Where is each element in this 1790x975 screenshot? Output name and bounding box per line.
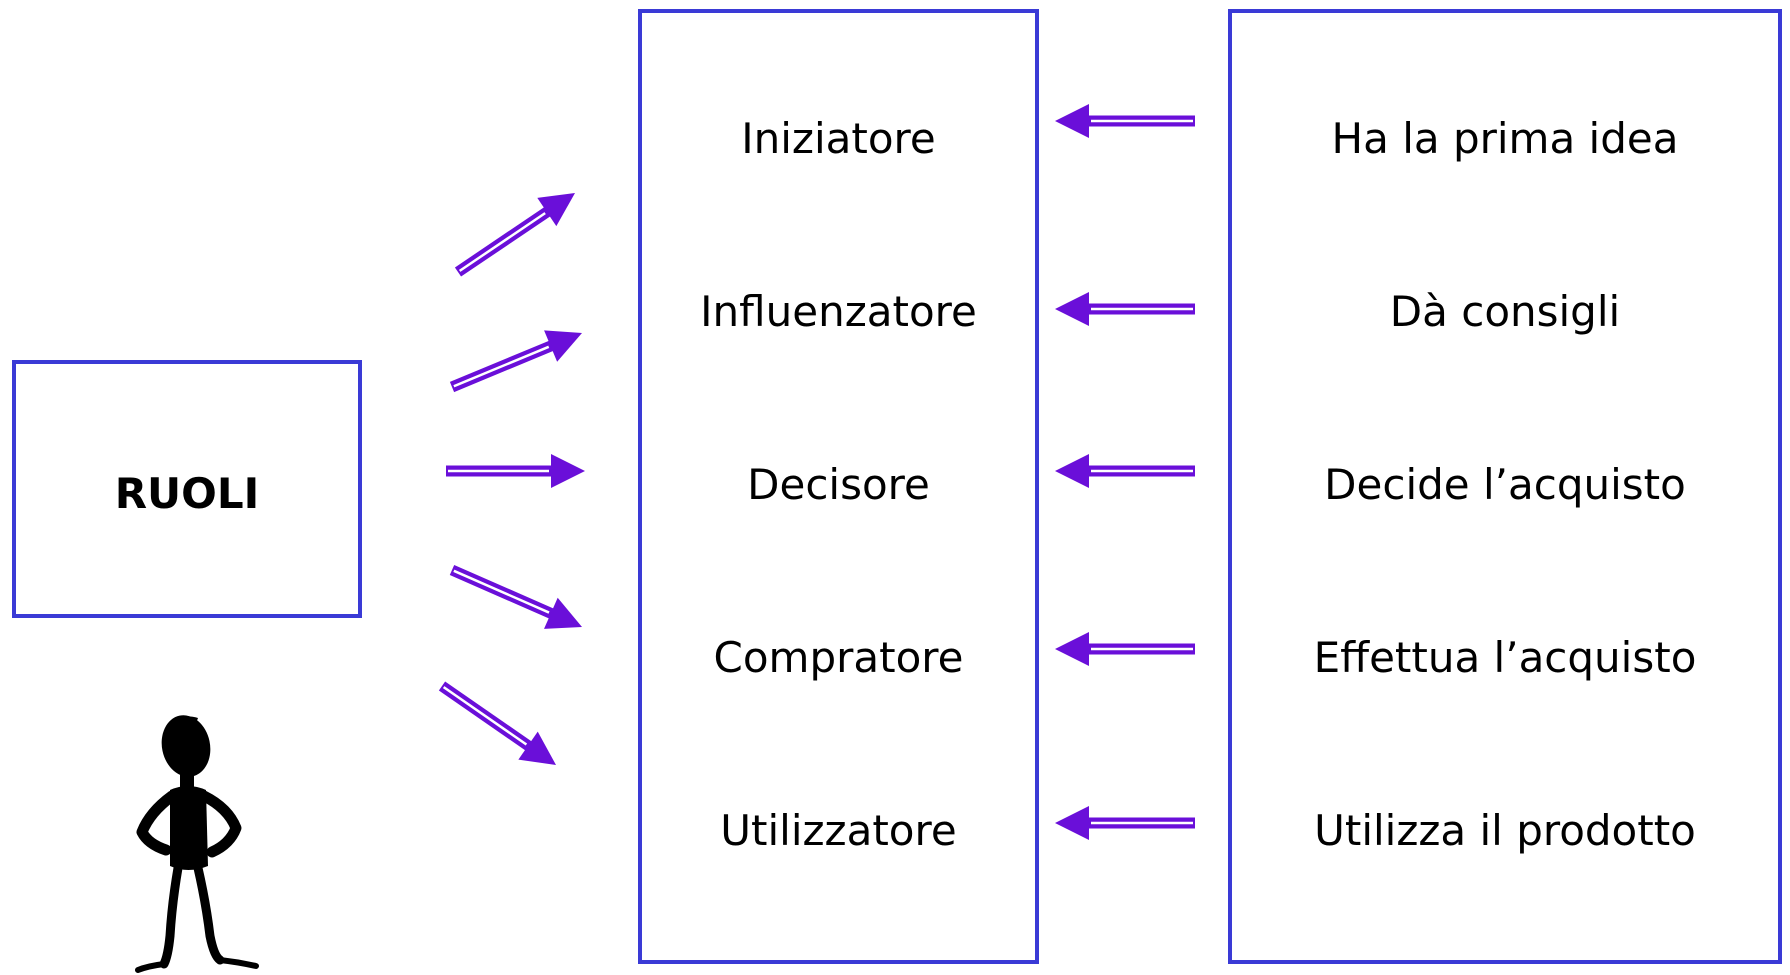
descriptions-box: Ha la prima idea Dà consigli Decide l’ac… [1228, 9, 1782, 964]
arrow-to-influenzatore [449, 330, 582, 393]
role-decisore: Decisore [747, 460, 930, 509]
roles-box: Iniziatore Influenzatore Decisore Compra… [638, 9, 1039, 964]
arrow-from-decide-acquisto [1055, 454, 1195, 488]
arrow-to-utilizzatore [438, 681, 556, 765]
description-utilizza-prodotto: Utilizza il prodotto [1314, 806, 1696, 855]
arrow-from-effettua-acquisto [1055, 632, 1195, 666]
description-ha-la-prima-idea: Ha la prima idea [1331, 114, 1679, 163]
description-da-consigli: Dà consigli [1389, 287, 1621, 336]
arrow-to-iniziatore [454, 193, 575, 277]
description-effettua-acquisto: Effettua l’acquisto [1313, 633, 1697, 682]
arrow-to-decisore [446, 454, 585, 488]
person-icon [135, 715, 259, 973]
role-iniziatore: Iniziatore [741, 114, 936, 163]
ruoli-box: RUOLI [12, 360, 362, 618]
role-compratore: Compratore [713, 633, 964, 682]
arrow-to-compratore [449, 564, 582, 629]
role-influenzatore: Influenzatore [700, 287, 977, 336]
role-utilizzatore: Utilizzatore [720, 806, 957, 855]
ruoli-label: RUOLI [114, 469, 260, 518]
arrow-from-utilizza-prodotto [1055, 806, 1195, 840]
arrow-from-da-consigli [1055, 292, 1195, 326]
description-decide-acquisto: Decide l’acquisto [1324, 460, 1686, 509]
arrow-from-ha-la-prima-idea [1055, 104, 1195, 138]
